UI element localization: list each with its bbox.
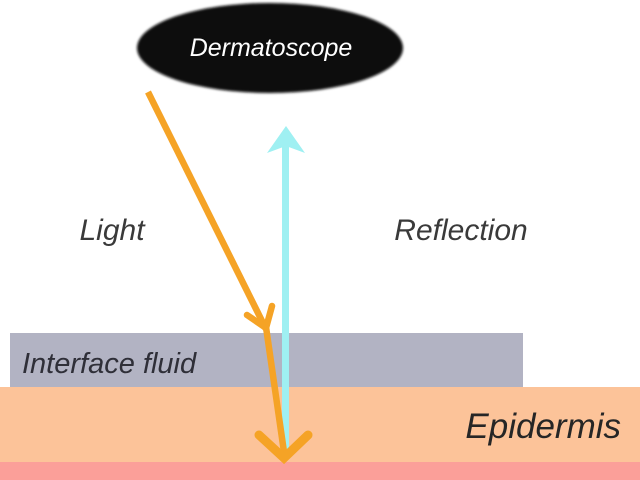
light-arrow-refracted-shaft bbox=[262, 326, 288, 453]
dermatoscope-label: Dermatoscope bbox=[190, 34, 353, 62]
epidermis-label: Epidermis bbox=[465, 407, 621, 446]
reflection-arrowhead-icon bbox=[267, 126, 305, 153]
light-arrow-incident-shaft bbox=[145, 90, 269, 331]
light-arrowhead-bottom-icon bbox=[254, 430, 313, 465]
bottom-skin-band bbox=[0, 462, 640, 480]
dermatoscope-ellipse bbox=[137, 3, 403, 93]
reflection-label: Reflection bbox=[394, 214, 527, 247]
light-label: Light bbox=[79, 214, 146, 247]
epidermis-band bbox=[0, 387, 640, 462]
interface-fluid-label: Interface fluid bbox=[22, 348, 197, 380]
